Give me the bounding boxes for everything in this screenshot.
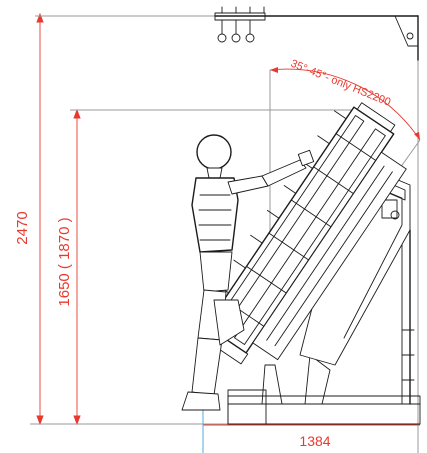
ceiling-mount [214, 6, 419, 61]
angle-arrow-left [270, 67, 278, 73]
table-height-label: 1650 ( 1870 ) [56, 217, 73, 306]
figure-head [196, 134, 232, 170]
front-leg [261, 364, 283, 405]
arrowhead-top [36, 12, 44, 23]
total-height-label: 2470 [14, 211, 31, 244]
ceiling-bracket [394, 15, 419, 47]
hook-group [217, 6, 265, 43]
tilt-angle-label: 35°-45°- only HS2200 [289, 58, 392, 109]
tilted-table [199, 102, 407, 365]
housing-body [299, 159, 411, 366]
base-beam [227, 403, 421, 425]
foot-plate [227, 389, 267, 425]
figure-neck [206, 167, 223, 179]
arrowhead-bottom [36, 415, 44, 426]
depth-label: 1384 [299, 433, 330, 449]
figure-back-leg [213, 299, 245, 346]
figure-forearm [261, 159, 307, 187]
base-frame [227, 229, 421, 425]
figure-hand [297, 149, 315, 167]
dimension-lines [36, 12, 420, 426]
table-frame [252, 151, 407, 361]
top-cap [356, 102, 396, 133]
figure-hips [199, 251, 233, 293]
arrowhead-top [73, 108, 81, 119]
hook-block [214, 12, 266, 21]
rear-housing [299, 159, 411, 366]
figure-torso [191, 177, 239, 253]
mid-leg [304, 354, 331, 405]
angle-arrow-right [414, 132, 420, 140]
angle-arc [269, 68, 421, 141]
figure-foot [181, 391, 221, 411]
human-figure [181, 134, 315, 411]
arrowhead-bottom [73, 415, 81, 426]
figure-shin [191, 337, 223, 396]
